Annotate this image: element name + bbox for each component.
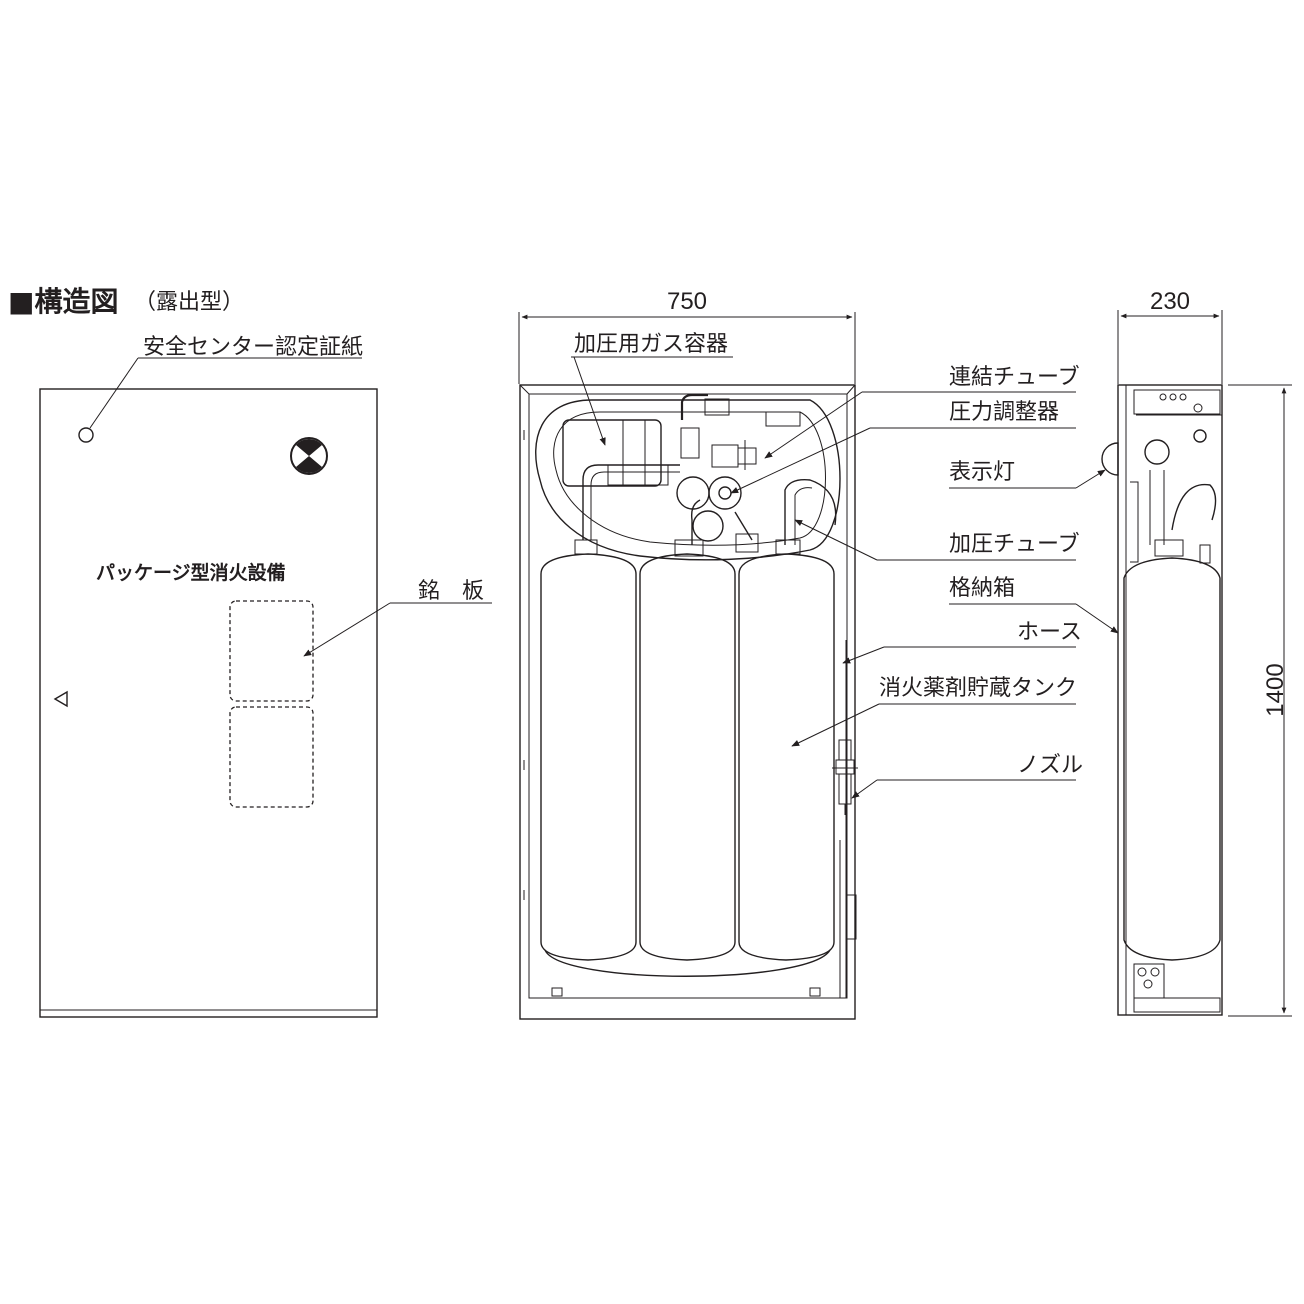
side-terminal-4	[1193, 403, 1203, 413]
indicator-lamp-icon	[1101, 442, 1119, 476]
hose-bottom-loop	[544, 949, 831, 977]
callout-pressurizing-tube-leader	[794, 519, 878, 561]
nameplate-area-lower	[229, 706, 314, 808]
side-top-terminals	[1133, 389, 1221, 415]
callout-hose-leader	[842, 646, 885, 664]
nameplate-area-upper	[229, 600, 314, 702]
callout-agent-tank-leader	[791, 703, 880, 747]
side-base-plate	[1133, 997, 1221, 1013]
callout-hose: ホース	[1017, 620, 1082, 645]
frame-corner-tr	[846, 384, 856, 395]
side-small-fitting	[1199, 544, 1211, 564]
door-handle-icon	[53, 690, 68, 708]
side-gas-bracket	[1130, 481, 1139, 563]
gas-container-leader	[573, 356, 606, 446]
callout-pressurizing-tube: 加圧チューブ	[949, 532, 1080, 557]
side-terminal-2	[1169, 393, 1177, 401]
callout-storage-box-leader	[1075, 603, 1119, 634]
callout-connecting-tube: 連結チューブ	[949, 365, 1080, 390]
sticker-leader	[89, 357, 139, 429]
callout-nozzle-leader	[851, 779, 878, 799]
callout-indicator-lamp: 表示灯	[949, 460, 1015, 485]
heading-title: ■構造図	[8, 285, 118, 318]
tank-left	[540, 553, 637, 961]
hose-loop-outer	[535, 399, 841, 561]
front-view: 安全センター認定証紙 パッケージ型消火設備 銘 板	[39, 335, 492, 1018]
callout-storage-box: 格納箱	[949, 576, 1015, 601]
tank-valve-center	[674, 539, 704, 557]
agent-storage-tanks	[540, 553, 835, 961]
callout-connecting-tube-leader	[764, 391, 863, 459]
pressurizing-tube-left	[582, 464, 680, 540]
side-width-dimension-value: 230	[1150, 288, 1190, 315]
gas-container-bracket	[622, 419, 646, 487]
storage-box-frame	[519, 384, 856, 1020]
side-terminal-1	[1159, 393, 1167, 401]
side-pressurizing-tube	[1171, 483, 1217, 531]
gas-container	[562, 419, 662, 487]
tank-foot-right	[809, 987, 821, 997]
sticker-label: 安全センター認定証紙	[143, 335, 363, 360]
callout-regulator-leader	[730, 427, 871, 494]
width-dimension-value: 750	[667, 288, 707, 315]
heading-subtitle: （露出型）	[134, 290, 244, 315]
side-view: 230 1400	[1101, 288, 1292, 1017]
pressurizing-tube-right-inner	[794, 487, 813, 545]
inner-view: 750	[518, 288, 1119, 1020]
side-pipes	[1149, 470, 1165, 545]
nameplate-label: 銘 板	[418, 579, 484, 604]
inner-callouts: 連結チューブ 圧力調整器 表示灯 加圧チューブ 格納箱 ホース 消火薬剤貯蔵タン…	[730, 365, 1119, 799]
callout-agent-tank: 消火薬剤貯蔵タンク	[879, 676, 1077, 701]
side-hose-coil	[1133, 963, 1165, 999]
side-cabinet-outline	[1117, 384, 1223, 1016]
gas-container-clamp	[607, 464, 669, 486]
side-coil-1	[1137, 967, 1147, 977]
frame-corner-tl	[519, 384, 530, 395]
gas-container-label: 加圧用ガス容器	[574, 332, 728, 357]
pressure-regulator	[676, 393, 801, 553]
side-tank-valve	[1154, 539, 1184, 557]
pressurizing-tube-left-inner	[590, 471, 680, 540]
height-dimension-value: 1400	[1262, 663, 1289, 716]
certification-sticker	[78, 427, 94, 443]
product-name: パッケージ型消火設備	[96, 561, 286, 584]
diagram-heading: ■構造図 （露出型）	[8, 285, 244, 318]
side-regulator-wheel	[1144, 439, 1170, 465]
callout-lamp-leader	[1075, 469, 1106, 489]
pressurizing-tube-center	[690, 499, 701, 545]
callout-pressure-regulator: 圧力調整器	[949, 400, 1059, 425]
side-coil-2	[1150, 967, 1160, 977]
pressurizing-tube-right	[784, 479, 837, 545]
front-cabinet-outline	[39, 388, 378, 1018]
tank-center	[639, 553, 736, 961]
side-coil-3	[1143, 979, 1153, 989]
tank-right	[738, 553, 835, 961]
nameplate-leader	[303, 602, 391, 657]
hinge	[845, 894, 857, 940]
side-valve-knob	[1193, 429, 1207, 443]
callout-nozzle: ノズル	[1017, 753, 1083, 778]
storage-box-inner-frame	[528, 393, 848, 999]
tank-foot-left	[551, 987, 563, 997]
nozzle	[832, 739, 858, 815]
side-terminal-3	[1179, 393, 1187, 401]
emblem-icon	[290, 437, 328, 475]
side-tank	[1123, 557, 1221, 961]
